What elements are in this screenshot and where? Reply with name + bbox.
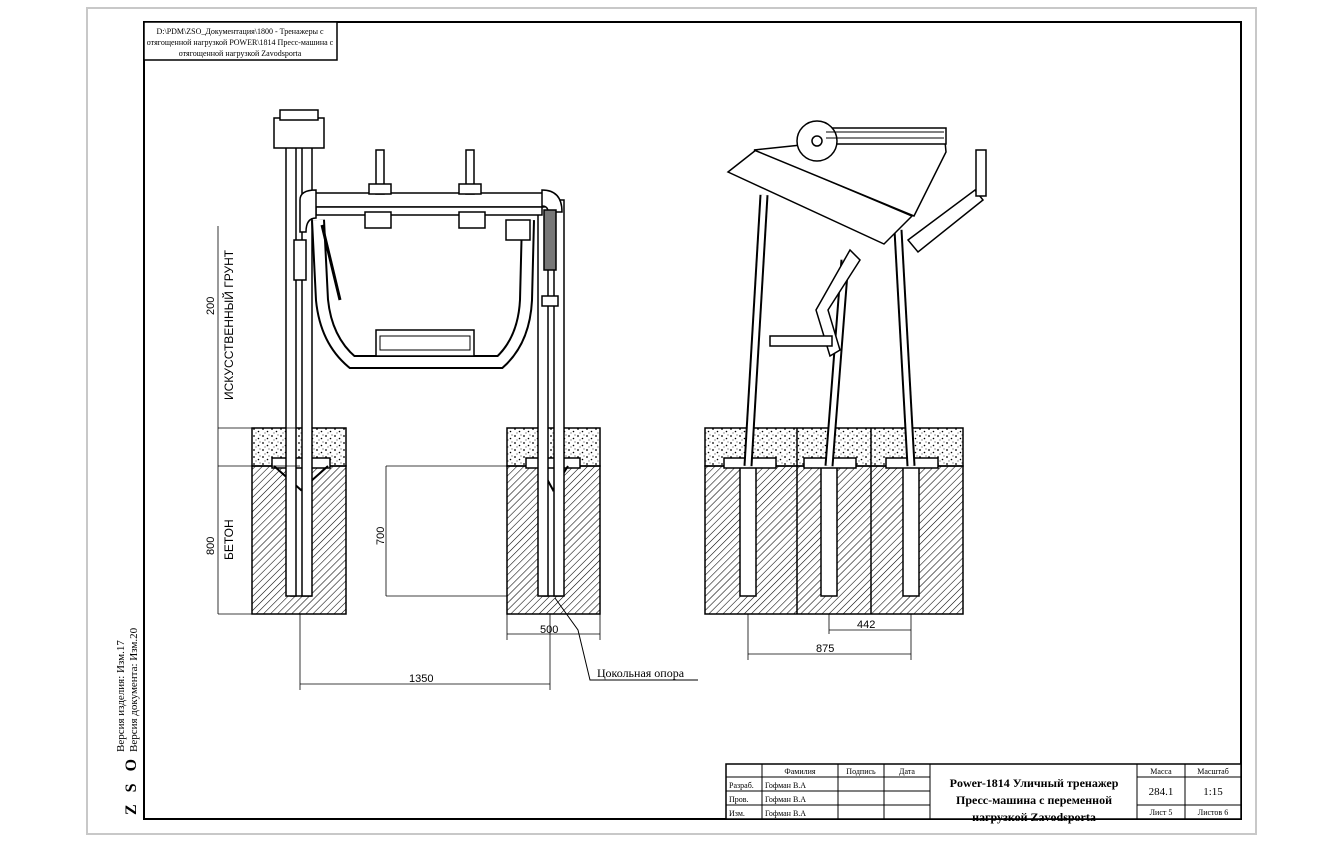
- dim-side-inner: 442: [857, 619, 875, 631]
- file-path-box: D:\PDM\ZSO_Документация\1800 - Тренажеры…: [143, 21, 338, 61]
- mass-label: Масса: [1150, 767, 1172, 776]
- callout-label: Цокольная опора: [597, 666, 685, 680]
- dim-concrete-depth: 800: [205, 537, 217, 555]
- scale-label: Масштаб: [1197, 767, 1229, 776]
- col-family: Фамилия: [784, 767, 815, 776]
- inner-border: [143, 21, 1242, 820]
- file-path-line2: отягощенной нагрузкой POWER\1814 Пресс-м…: [147, 38, 334, 47]
- row-role-3: Изм.: [729, 809, 745, 818]
- dim-side-outer: 875: [816, 643, 834, 655]
- row-role-1: Разраб.: [729, 781, 754, 790]
- title-line1: Power-1814 Уличный тренажер: [950, 776, 1119, 790]
- sheet-label: Лист 5: [1150, 808, 1173, 817]
- concrete-label: БЕТОН: [222, 519, 236, 560]
- brand-label: Z S O: [123, 755, 140, 815]
- title-block: Фамилия Подпись Дата Разраб. Гофман В.А …: [725, 763, 1242, 824]
- item-version-label: Версия изделия: Изм.17: [115, 640, 127, 752]
- row-role-2: Пров.: [729, 795, 749, 804]
- row-name-1: Гофман В.А: [765, 781, 806, 790]
- col-sign: Подпись: [846, 767, 876, 776]
- front-view: 200 ИСКУССТВЕННЫЙ ГРУНТ 800 БЕТОН 700 50…: [205, 109, 698, 690]
- row-name-3: Гофман В.А: [765, 809, 806, 818]
- dim-ground-depth: 200: [205, 297, 217, 315]
- title-line2: Пресс-машина с переменной: [956, 793, 1112, 807]
- side-view: 442 875: [704, 120, 987, 660]
- outer-frame: [86, 7, 1257, 835]
- file-path-line3: отягощенной нагрузкой Zavodsporta: [179, 49, 302, 58]
- row-name-2: Гофман В.А: [765, 795, 806, 804]
- dim-block-width: 500: [540, 624, 558, 636]
- ground-label: ИСКУССТВЕННЫЙ ГРУНТ: [221, 249, 236, 400]
- dim-inner-depth: 700: [375, 527, 387, 545]
- dim-span: 1350: [409, 673, 433, 685]
- scale-value: 1:15: [1203, 786, 1223, 798]
- file-path-line1: D:\PDM\ZSO_Документация\1800 - Тренажеры…: [156, 27, 324, 36]
- col-date: Дата: [899, 767, 915, 776]
- title-line3: нагрузкой Zavodsporta: [972, 810, 1096, 824]
- doc-version-label: Версия документа: Изм.20: [128, 627, 140, 752]
- mass-value: 284.1: [1149, 786, 1174, 798]
- sheets-label: Листов 6: [1198, 808, 1228, 817]
